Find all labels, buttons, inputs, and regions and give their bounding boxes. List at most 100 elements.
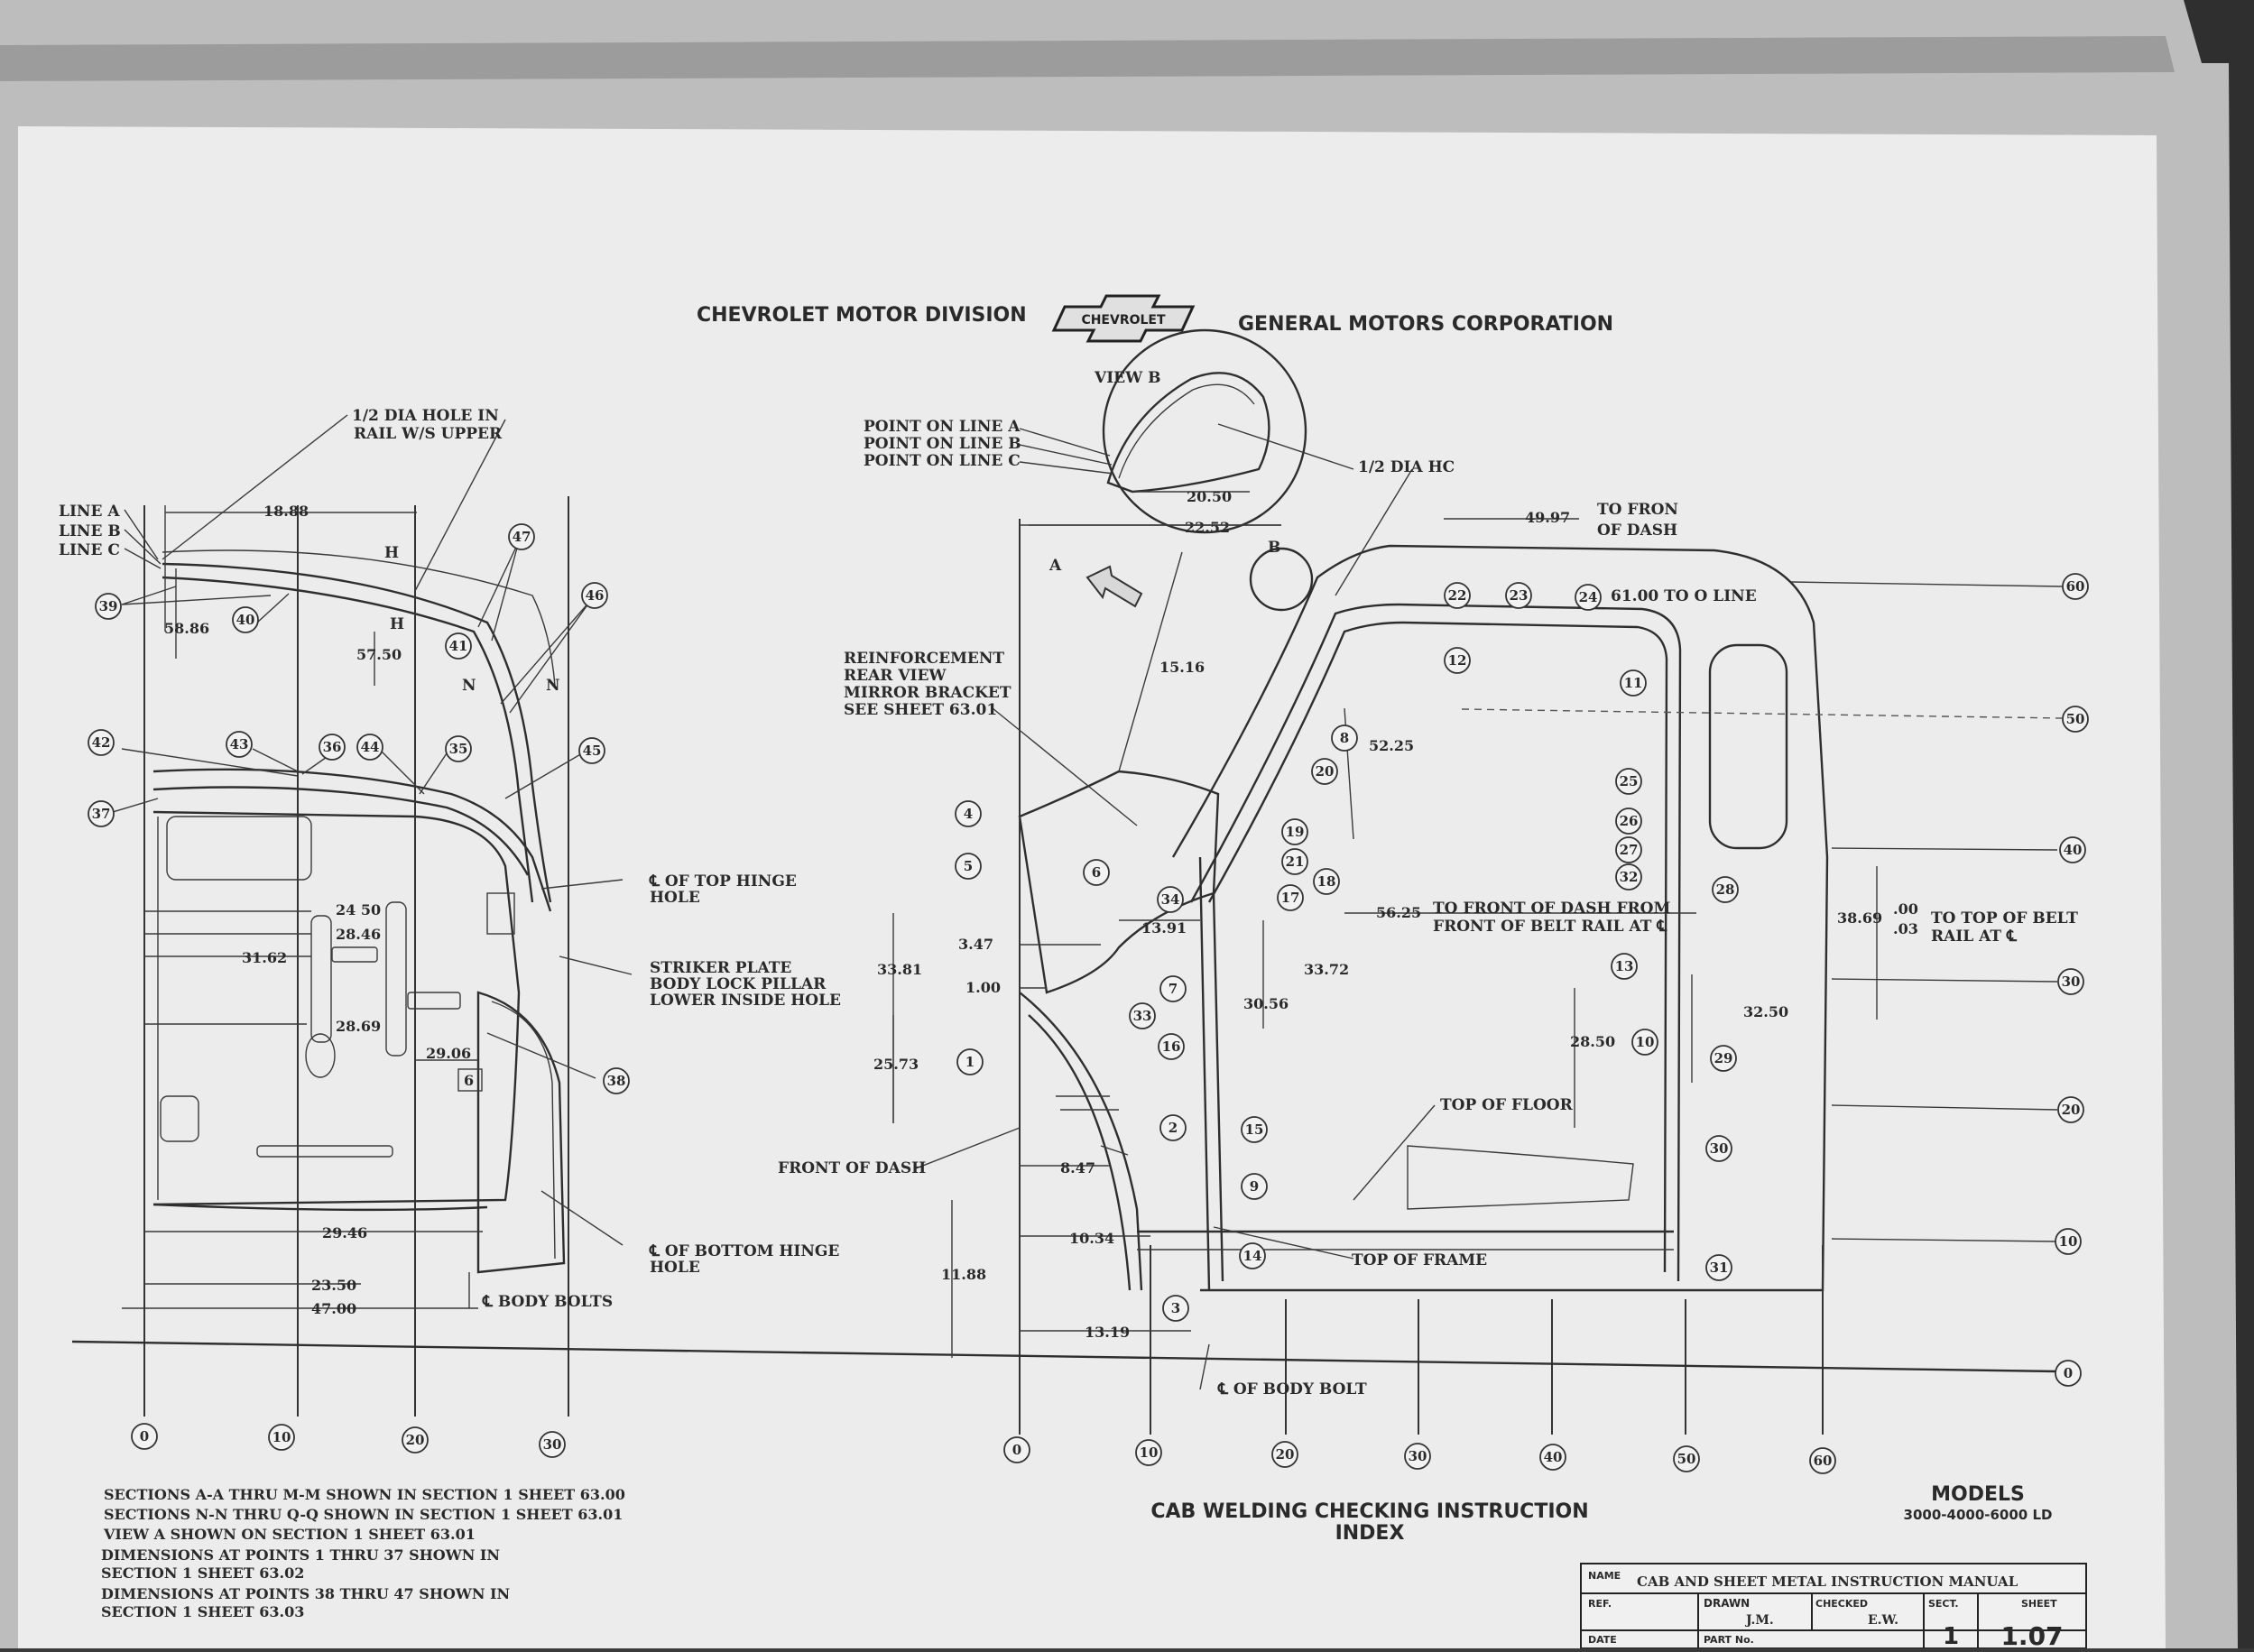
dim-23-50: 23.50 [311, 1277, 356, 1294]
height-60: 60 [2066, 578, 2085, 595]
left-grid-30: 30 [543, 1436, 562, 1453]
note-4: DIMENSIONS AT POINTS 1 THRU 37 SHOWN IN [101, 1546, 500, 1564]
header-left: CHEVROLET MOTOR DIVISION [697, 304, 1027, 327]
tb-drawn-by: J.M. [1744, 1613, 1774, 1628]
top-belt-2: RAIL AT ℄ [1931, 928, 2018, 946]
point-23: 23 [1510, 587, 1529, 604]
tb-sheet: 1.07 [2000, 1621, 2063, 1648]
height-40: 40 [2064, 842, 2083, 858]
reinforcement-3: MIRROR BRACKET [844, 684, 1012, 702]
to-front-dash-2: OF DASH [1597, 521, 1677, 540]
height-50: 50 [2066, 711, 2085, 727]
note-2: SECTIONS N-N THRU Q-Q SHOWN IN SECTION 1… [104, 1506, 623, 1523]
o-line-label: 61.00 TO O LINE [1611, 587, 1757, 605]
point-20: 20 [1316, 763, 1335, 780]
tb-ref: REF. [1588, 1598, 1612, 1610]
models-list: 3000-4000-6000 LD [1904, 1507, 2053, 1523]
front-dash-belt-1: TO FRONT OF DASH FROM [1433, 900, 1670, 918]
logo-text: CHEVROLET [1081, 313, 1166, 328]
box-6-label: 6 [464, 1072, 474, 1089]
body-bolt-label: ℄ OF BODY BOLT [1217, 1380, 1367, 1398]
section-h-label: H [384, 544, 399, 562]
point-32: 32 [1620, 869, 1639, 885]
to-front-dash-1: TO FRON [1597, 501, 1678, 519]
point-4: 4 [964, 806, 973, 822]
point-1: 1 [965, 1054, 975, 1070]
tb-checked-label: CHECKED [1815, 1598, 1868, 1610]
note-5: SECTION 1 SHEET 63.02 [101, 1564, 304, 1582]
right-grid-20: 20 [1276, 1446, 1295, 1463]
dim-3-47: 3.47 [958, 936, 993, 953]
point-16: 16 [1162, 1038, 1181, 1055]
note-6: DIMENSIONS AT POINTS 38 THRU 47 SHOWN IN [101, 1585, 510, 1602]
top-floor-label: TOP OF FLOOR [1440, 1096, 1574, 1114]
tb-sheet-label: SHEET [2021, 1598, 2057, 1610]
height-0: 0 [2064, 1365, 2073, 1381]
front-dash-belt-2: FRONT OF BELT RAIL AT ℄ [1433, 918, 1667, 936]
tb-name-label: NAME [1588, 1570, 1621, 1582]
point-41: 41 [449, 638, 468, 654]
dim-31-62: 31.62 [242, 949, 287, 966]
point-39: 39 [99, 598, 118, 614]
point-8: 8 [1340, 730, 1349, 746]
section-n-label-2: N [546, 677, 560, 695]
right-grid-30: 30 [1409, 1448, 1427, 1464]
dim-28-50: 28.50 [1570, 1033, 1615, 1050]
body-bolts-label: ℄ BODY BOLTS [482, 1293, 613, 1311]
dim-22-52: 22.52 [1185, 519, 1230, 536]
dim-1-00: 1.00 [965, 979, 1001, 996]
dim-18-88: 18.88 [263, 503, 309, 520]
title-block: NAME CAB AND SHEET METAL INSTRUCTION MAN… [1580, 1563, 2087, 1651]
tb-drawn-label: DRAWN [1704, 1597, 1750, 1610]
view-b-line-b: POINT ON LINE B [864, 435, 1021, 453]
chevrolet-bowtie-logo: CHEVROLET [1051, 294, 1196, 343]
dim-32-50: 32.50 [1743, 1003, 1788, 1020]
dim-20-50: 20.50 [1187, 488, 1232, 505]
front-dash-label: FRONT OF DASH [778, 1159, 926, 1177]
point-19: 19 [1286, 824, 1305, 840]
dim-30-56: 30.56 [1243, 995, 1289, 1012]
dim-25-73: 25.73 [873, 1056, 919, 1073]
height-30: 30 [2062, 974, 2081, 990]
dim-57-50: 57.50 [356, 646, 402, 663]
bottom-hinge-label-1: ℄ OF BOTTOM HINGE [649, 1242, 839, 1260]
dim-15-16: 15.16 [1159, 659, 1205, 676]
reinforcement-4: SEE SHEET 63.01 [844, 701, 997, 719]
bottom-hinge-label-2: HOLE [650, 1259, 700, 1277]
point-30: 30 [1710, 1140, 1729, 1157]
dim-24-50: 24 50 [336, 901, 381, 918]
section-n-label: N [462, 677, 476, 695]
point-2: 2 [1169, 1120, 1178, 1136]
tb-sect: 1 [1943, 1623, 1959, 1648]
note-7: SECTION 1 SHEET 63.03 [101, 1603, 304, 1620]
point-18: 18 [1317, 873, 1336, 890]
arrow-a-label: A [1048, 557, 1062, 575]
view-b-line-c: POINT ON LINE C [864, 452, 1021, 470]
point-47: 47 [513, 529, 531, 545]
right-cab-view [71, 518, 2063, 1435]
point-22: 22 [1448, 587, 1467, 604]
tb-name: CAB AND SHEET METAL INSTRUCTION MANUAL [1637, 1574, 2018, 1590]
view-b-hole: 1/2 DIA HC [1358, 458, 1455, 476]
top-hinge-label-1: ℄ OF TOP HINGE [649, 872, 797, 891]
right-grid-0: 0 [1012, 1442, 1021, 1458]
drawing-title: CAB WELDING CHECKING INSTRUCTION [1150, 1500, 1588, 1523]
left-grid-10: 10 [273, 1429, 291, 1445]
point-7: 7 [1169, 981, 1178, 997]
right-grid-50: 50 [1677, 1451, 1696, 1467]
dim-58-86: 58.86 [164, 620, 209, 637]
height-10: 10 [2059, 1233, 2078, 1250]
point-25: 25 [1620, 773, 1639, 789]
notes: SECTIONS A-A THRU M-M SHOWN IN SECTION 1… [101, 1486, 625, 1620]
tb-sect-label: SECT. [1928, 1598, 1959, 1610]
section-h-label-2: H [390, 615, 404, 633]
dim-56-25: 56.25 [1376, 904, 1421, 921]
point-35: 35 [449, 741, 468, 757]
point-13: 13 [1615, 958, 1634, 974]
right-grid-40: 40 [1544, 1449, 1563, 1465]
line-a-label: LINE A [59, 503, 120, 521]
right-grid-60: 60 [1814, 1453, 1833, 1469]
point-12: 12 [1448, 652, 1467, 669]
